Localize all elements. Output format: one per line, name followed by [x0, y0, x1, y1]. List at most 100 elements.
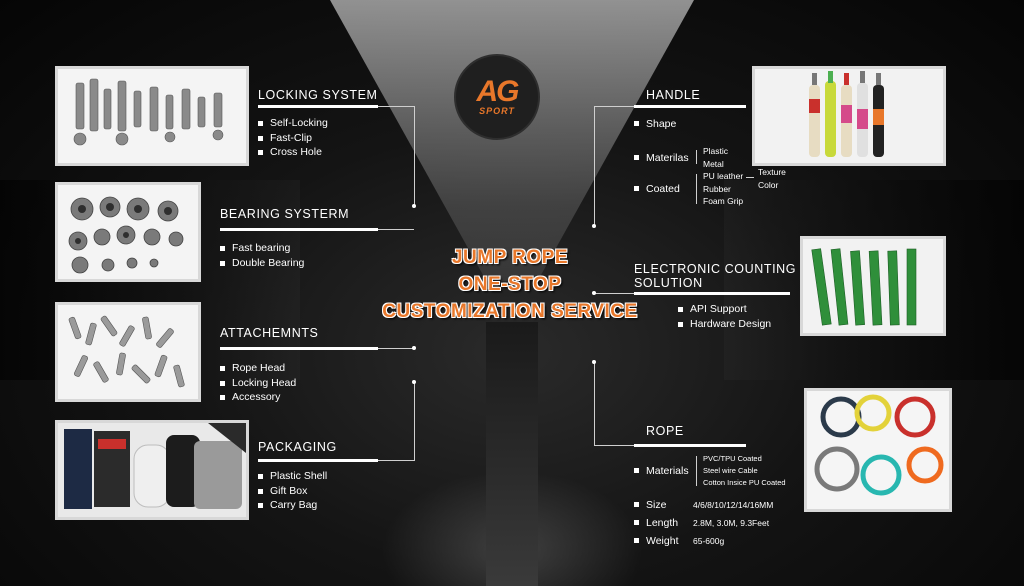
packaging-item: Gift Box [258, 484, 327, 499]
packaging-item: Plastic Shell [258, 469, 327, 484]
packaging-item: Carry Bag [258, 498, 327, 513]
rope-size-value: 4/6/8/10/12/14/16MM [693, 500, 774, 510]
rope-weight-row: Weight [634, 535, 679, 547]
locking-list: Self-Locking Fast-Clip Cross Hole [258, 116, 328, 160]
rope-coils-illustration [807, 391, 949, 509]
handles-photo [752, 66, 946, 166]
packaging-illustration [58, 423, 246, 517]
handle-connector-dot [592, 224, 596, 228]
handle-coated-row: Coated [634, 183, 680, 195]
rope-materials-label: Materials [646, 465, 689, 477]
attachments-item: Rope Head [220, 361, 296, 376]
handle-coated-value: PU leather [703, 171, 744, 181]
rope-connector [594, 445, 634, 446]
rope-weight-label: Weight [646, 535, 679, 547]
title-line-3: CUSTOMIZATION SERVICE [382, 301, 638, 322]
rope-materials-bracket [696, 456, 697, 486]
handle-coated-label: Coated [646, 183, 680, 195]
rope-material-value: Steel wire Cable [703, 466, 758, 475]
handle-coated-extra-value: Texture [758, 167, 786, 177]
locking-connector [378, 106, 414, 107]
bearing-underline [220, 228, 378, 231]
electronic-heading: ELECTRONIC COUNTING SOLUTION [634, 262, 796, 290]
locking-connector-vertical [414, 106, 415, 206]
rope-length-row: Length [634, 517, 678, 529]
handle-materials-bracket [696, 150, 697, 164]
rope-materials-row: Materials [634, 465, 689, 477]
handle-material-value: Metal [703, 158, 724, 169]
locking-item: Fast-Clip [258, 131, 328, 146]
bearing-parts-illustration [68, 196, 184, 274]
rope-material-value: PVC/TPU Coated [703, 454, 762, 463]
handle-materials-label: Materilas [646, 152, 689, 164]
handle-underline [634, 105, 746, 108]
handle-coated-value: Rubber [703, 183, 731, 194]
bearing-parts-photo [55, 182, 201, 282]
handle-shape-label: Shape [646, 118, 677, 130]
attachments-heading: ATTACHEMNTS [220, 326, 319, 340]
circuit-boards-illustration [803, 239, 943, 333]
attachment-parts-photo [55, 302, 201, 402]
handle-material-value: Plastic [703, 146, 729, 156]
rope-connector-dot [592, 360, 596, 364]
packaging-heading: PACKAGING [258, 440, 337, 454]
electronic-item: API Support [678, 302, 771, 317]
rope-material-value: Cotton Insice PU Coated [703, 478, 786, 487]
attachments-connector [378, 348, 414, 349]
handles-illustration [755, 69, 943, 163]
locking-parts-illustration [73, 78, 224, 146]
packaging-connector-dot [412, 380, 416, 384]
electronic-list: API Support Hardware Design [678, 302, 771, 331]
attachments-connector-dot [412, 346, 416, 350]
attachments-underline [220, 347, 378, 350]
bearing-heading: BEARING SYSTERM [220, 207, 350, 221]
handle-connector [594, 106, 634, 107]
rope-underline [634, 444, 746, 447]
locking-item: Cross Hole [258, 145, 328, 160]
handle-materials-values: Plastic Metal [703, 145, 728, 170]
locking-item: Self-Locking [258, 116, 328, 131]
handle-coated-extra-connector [746, 177, 754, 178]
electronic-connector [594, 293, 634, 294]
handle-shape-row: Shape [634, 118, 676, 130]
rope-heading: ROPE [646, 424, 684, 438]
electronic-heading-line-2: SOLUTION [634, 276, 703, 290]
rope-materials-values: PVC/TPU Coated Steel wire Cable Cotton I… [703, 453, 786, 489]
rope-length-label: Length [646, 517, 679, 529]
locking-parts-photo [55, 66, 249, 166]
rope-weight-value: 65-600g [693, 536, 725, 546]
electronic-connector-dot [592, 291, 596, 295]
packaging-connector [378, 460, 414, 461]
circuit-boards-photo [800, 236, 946, 336]
rope-size-row: Size [634, 499, 666, 511]
handle-coated-extra: Texture Color [758, 166, 786, 191]
brand-logo: AG SPORT [454, 54, 540, 140]
title-line-2: ONE-STOP [458, 274, 562, 295]
handle-coated-extra-value: Color [758, 179, 779, 190]
electronic-heading-line-1: ELECTRONIC COUNTING [634, 262, 797, 276]
bearing-connector [378, 229, 414, 230]
packaging-list: Plastic Shell Gift Box Carry Bag [258, 469, 327, 513]
attachments-item: Locking Head [220, 376, 296, 391]
logo-subtext: SPORT [479, 106, 515, 116]
handle-heading: HANDLE [646, 88, 701, 102]
rope-connector-vertical [594, 362, 595, 445]
bearing-item: Fast bearing [220, 241, 304, 256]
locking-heading: LOCKING SYSTEM [258, 88, 378, 102]
attachments-list: Rope Head Locking Head Accessory [220, 361, 296, 405]
handle-coated-bracket [696, 174, 697, 204]
logo-mark: AG [476, 75, 520, 108]
bearing-item: Double Bearing [220, 256, 304, 271]
handle-coated-values: PU leather Rubber Foam Grip [703, 170, 743, 208]
rope-coils-photo [804, 388, 952, 512]
electronic-underline [634, 292, 790, 295]
packaging-photo [55, 420, 249, 520]
rope-size-label: Size [646, 499, 667, 511]
attachment-parts-illustration [68, 315, 185, 388]
electronic-item: Hardware Design [678, 317, 771, 332]
attachments-item: Accessory [220, 390, 296, 405]
bearing-list: Fast bearing Double Bearing [220, 241, 304, 270]
center-title: JUMP ROPE ONE-STOP CUSTOMIZATION SERVICE [340, 244, 680, 325]
handle-coated-value: Foam Grip [703, 196, 744, 206]
rope-length-value: 2.8M, 3.0M, 9.3Feet [693, 518, 770, 528]
